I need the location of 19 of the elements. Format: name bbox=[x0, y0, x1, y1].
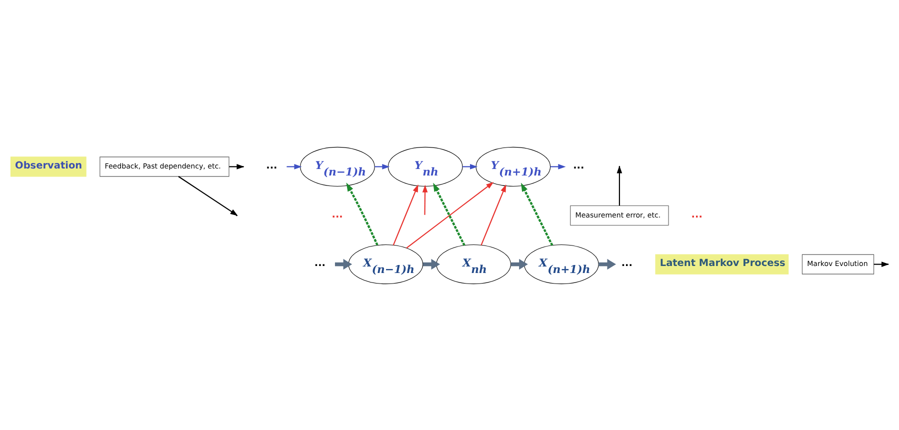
arrow bbox=[422, 258, 440, 270]
arrow bbox=[433, 182, 466, 246]
node-text: ... bbox=[573, 160, 584, 172]
node-text: ... bbox=[621, 258, 632, 269]
arrow bbox=[480, 184, 506, 245]
node-box: Observation bbox=[10, 156, 86, 176]
node-box: Latent Markov Process bbox=[655, 254, 789, 274]
label: ... bbox=[332, 208, 343, 220]
arrow bbox=[598, 258, 616, 270]
arrow bbox=[406, 181, 494, 248]
label: ... bbox=[691, 208, 702, 220]
arrow bbox=[422, 184, 428, 214]
arrow bbox=[346, 182, 378, 246]
arrow bbox=[510, 258, 528, 270]
arrow bbox=[520, 182, 554, 246]
arrow bbox=[334, 258, 352, 270]
node-text: ... bbox=[266, 160, 278, 172]
node-text: ... bbox=[314, 258, 326, 269]
arrow bbox=[392, 184, 418, 245]
